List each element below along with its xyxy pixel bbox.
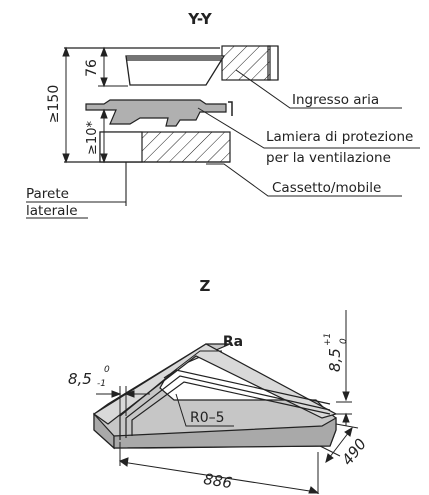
dimension-85-left-value: 8,5 <box>68 370 92 388</box>
dimension-85-left-tol-upper: 0 <box>104 365 110 375</box>
section-z-title: Z <box>200 277 211 295</box>
leader-lines-yy <box>26 69 420 203</box>
label-protection-sheet-1: Lamiera di protezione <box>266 129 413 145</box>
label-radius: R0–5 <box>190 410 225 426</box>
label-drawer-cabinet: Cassetto/mobile <box>272 180 381 196</box>
dimension-85-right-value: 8,5 <box>326 348 344 372</box>
label-side-wall-1: Parete <box>26 186 69 202</box>
dimension-lines-yy <box>62 46 128 164</box>
dimension-886: 886 <box>202 470 233 492</box>
section-yy-title: Y-Y <box>187 10 213 28</box>
label-side-wall-2: laterale <box>26 203 78 219</box>
dimension-85-left: 8,5 -1 0 <box>68 365 110 389</box>
dimension-10: ≥10* <box>85 121 100 155</box>
dimension-85-right-tol-lower: 0 <box>339 338 349 344</box>
section-z: Z <box>68 277 370 494</box>
cutout-edge <box>119 369 331 440</box>
dimension-85-right-tol-upper: +1 <box>323 333 333 346</box>
dimension-76: 76 <box>84 59 100 77</box>
dimension-85-right: 8,5 +1 0 <box>323 333 349 372</box>
label-protection-sheet-2: per la ventilazione <box>266 150 391 166</box>
appliance-body <box>125 55 226 86</box>
ventilation-sheet <box>85 99 233 127</box>
dimension-150: ≥150 <box>46 85 62 123</box>
label-ra: Ra <box>223 334 243 350</box>
dimension-85-left-tol-lower: -1 <box>97 379 106 389</box>
countertop-slab <box>92 343 338 450</box>
dimension-lines-z <box>96 310 359 494</box>
label-air-intake: Ingresso aria <box>292 92 379 108</box>
worktop <box>64 45 279 81</box>
section-yy: Y-Y <box>26 10 420 219</box>
drawer-cabinet <box>64 131 231 163</box>
